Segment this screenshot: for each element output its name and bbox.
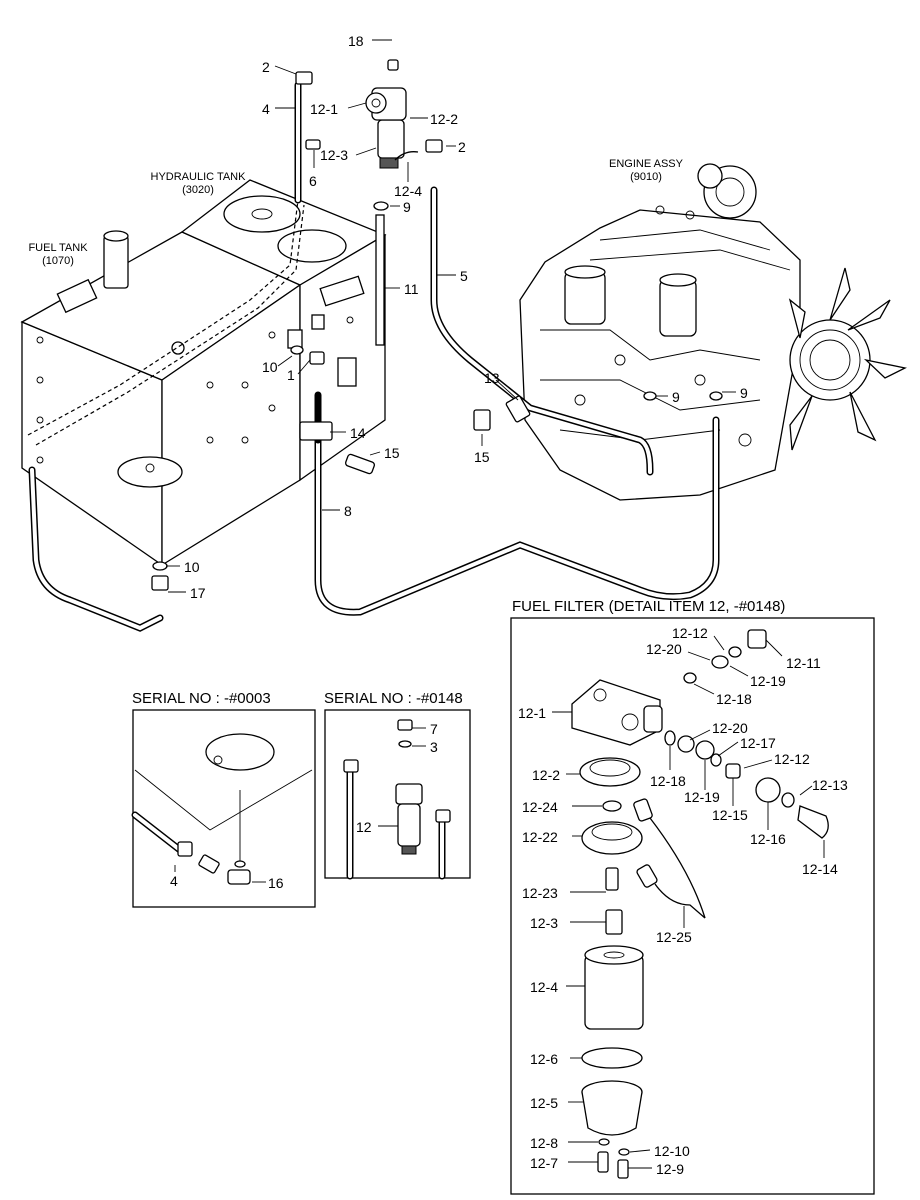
inset-serial-0148-title: SERIAL NO : -#0148 [324,690,463,707]
fuel-filter-detail-title: FUEL FILTER (DETAIL ITEM 12, -#0148) [512,598,785,615]
detail-label-12-1: 12-1 [518,705,546,721]
label-15b: 15 [474,449,490,465]
main-leaders [166,39,736,593]
detail-label-12-19b: 12-19 [684,789,720,805]
inset-b-label-3: 3 [430,739,438,755]
detail-label-12-6: 12-6 [530,1051,558,1067]
detail-label-12-14: 12-14 [802,861,838,877]
detail-label-12-13: 12-13 [812,777,848,793]
inset-a-label-16: 16 [268,875,284,891]
detail-label-12-23: 12-23 [522,885,558,901]
label-5: 5 [460,268,468,284]
label-8: 8 [344,503,352,519]
detail-label-12-3: 12-3 [530,915,558,931]
inset-serial-0003: SERIAL NO : -#0003 4 16 [131,690,316,908]
label-6: 6 [309,173,317,189]
detail-label-12-8: 12-8 [530,1135,558,1151]
hydraulic-tank-code: (3020) [182,184,214,196]
detail-label-12-16: 12-16 [750,831,786,847]
detail-label-12-19a: 12-19 [750,673,786,689]
engine-assy-code: (9010) [630,171,662,183]
detail-label-12-4: 12-4 [530,979,558,995]
label-12-2: 12-2 [430,111,458,127]
engine-assy-caption: ENGINE ASSY [609,158,684,170]
inset-b-label-7: 7 [430,721,438,737]
detail-label-12-11: 12-11 [786,655,821,671]
fuel-filter-detail-panel: FUEL FILTER (DETAIL ITEM 12, -#0148) [510,598,875,1195]
detail-label-12-22: 12-22 [522,829,558,845]
detail-label-12-20a: 12-20 [646,641,682,657]
detail-label-12-12a: 12-12 [672,625,708,641]
label-10a: 10 [262,359,278,375]
detail-label-12-25: 12-25 [656,929,692,945]
label-4: 4 [262,101,270,117]
inset-serial-0148: SERIAL NO : -#0148 7 3 12 [324,690,471,880]
fuel-filter-assembly [295,59,443,211]
fuel-tank-code: (1070) [42,255,74,267]
label-18: 18 [348,33,364,49]
label-17: 17 [190,585,206,601]
fuel-tank-drawing [20,230,302,567]
label-12-3: 12-3 [320,147,348,163]
hydraulic-tank-caption: HYDRAULIC TANK [151,171,247,183]
label-10b: 10 [184,559,200,575]
label-11: 11 [404,281,419,297]
label-12-1: 12-1 [310,101,338,117]
label-9b: 9 [672,389,680,405]
label-2a: 2 [262,59,270,75]
label-2b: 2 [458,139,466,155]
detail-label-12-24: 12-24 [522,799,558,815]
label-15a: 15 [384,445,400,461]
label-9a: 9 [403,199,411,215]
detail-label-12-2: 12-2 [532,767,560,783]
detail-label-12-18b: 12-18 [650,773,686,789]
detail-label-12-9: 12-9 [656,1161,684,1177]
label-14: 14 [350,425,366,441]
detail-label-12-20b: 12-20 [712,720,748,736]
label-12-4: 12-4 [394,183,422,199]
detail-label-12-18a: 12-18 [716,691,752,707]
detail-label-12-7: 12-7 [530,1155,558,1171]
inset-b-label-12: 12 [356,819,372,835]
fuel-tank-caption: FUEL TANK [28,242,88,254]
detail-label-12-5: 12-5 [530,1095,558,1111]
inset-a-label-4: 4 [170,873,178,889]
detail-label-12-10: 12-10 [654,1143,690,1159]
inset-serial-0003-title: SERIAL NO : -#0003 [132,690,271,707]
detail-label-12-15: 12-15 [712,807,748,823]
label-13: 13 [484,370,500,386]
detail-label-12-17: 12-17 [740,735,776,751]
label-9c: 9 [740,385,748,401]
main-part-labels: 18 2 4 12-1 12-2 12-3 2 6 12-4 9 11 5 10… [184,33,748,601]
label-1: 1 [287,367,295,383]
detail-label-12-12b: 12-12 [774,751,810,767]
